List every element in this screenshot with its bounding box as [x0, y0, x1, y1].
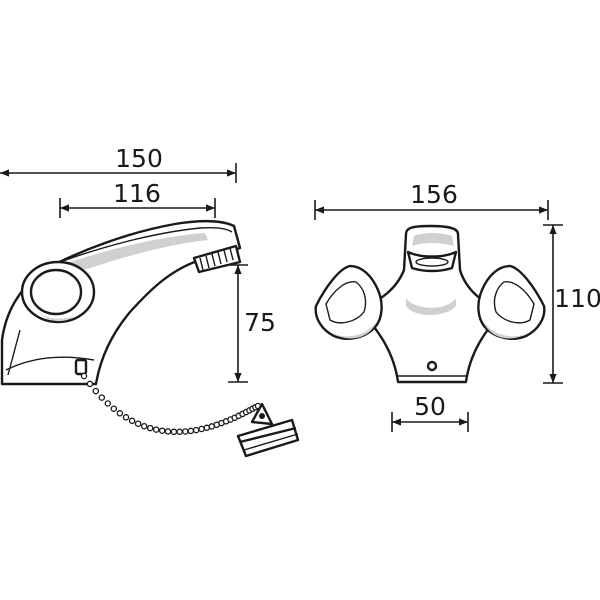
aerator: [192, 244, 242, 274]
chain-bead: [140, 422, 148, 430]
chain-bead: [134, 420, 142, 427]
chain-bead: [176, 428, 183, 436]
dimension-label-110: 110: [554, 284, 600, 313]
chain-bead: [192, 426, 200, 434]
chain-bead: [98, 394, 106, 401]
chain-bead: [104, 400, 112, 407]
chain-bead: [182, 428, 189, 435]
dimension-label-75: 75: [244, 308, 276, 337]
chain-bead: [116, 410, 124, 417]
chain-bead: [152, 426, 160, 433]
chain-bead: [158, 427, 166, 434]
dimension-front-base-width: 50: [391, 392, 469, 432]
dimension-label-156: 156: [410, 180, 458, 209]
side-view: 150 116 75: [0, 144, 300, 458]
chain-bead: [92, 387, 100, 395]
dimension-side-spout-height: 75: [228, 264, 276, 383]
chain-bead: [128, 417, 136, 425]
dimension-label-50: 50: [414, 392, 446, 421]
dimension-front-overall-height: 110: [543, 224, 600, 384]
handle-side: [20, 260, 96, 324]
chain-bead: [86, 380, 94, 388]
chain-bead: [187, 427, 195, 435]
dimension-side-overall-width: 150: [0, 144, 237, 183]
chain-bead: [122, 414, 130, 421]
front-view: 156 110 50: [314, 180, 600, 432]
chain-anchor: [74, 358, 88, 376]
plug: [236, 402, 300, 458]
chain-bead: [110, 405, 118, 412]
dimension-front-overall-width: 156: [314, 180, 549, 220]
dimension-label-150: 150: [115, 144, 163, 173]
tap-front-body: [358, 224, 504, 384]
chain-bead: [198, 425, 205, 433]
chain-bead: [164, 428, 172, 435]
chain-bead: [170, 428, 178, 436]
chain-bead: [146, 424, 154, 432]
dimension-label-116: 116: [113, 179, 161, 208]
chain-bead: [80, 372, 88, 380]
handle-right: [477, 264, 546, 340]
tap-side-silhouette: [0, 220, 242, 386]
handle-left: [314, 264, 383, 340]
dimension-side-spout-reach: 116: [59, 179, 216, 218]
